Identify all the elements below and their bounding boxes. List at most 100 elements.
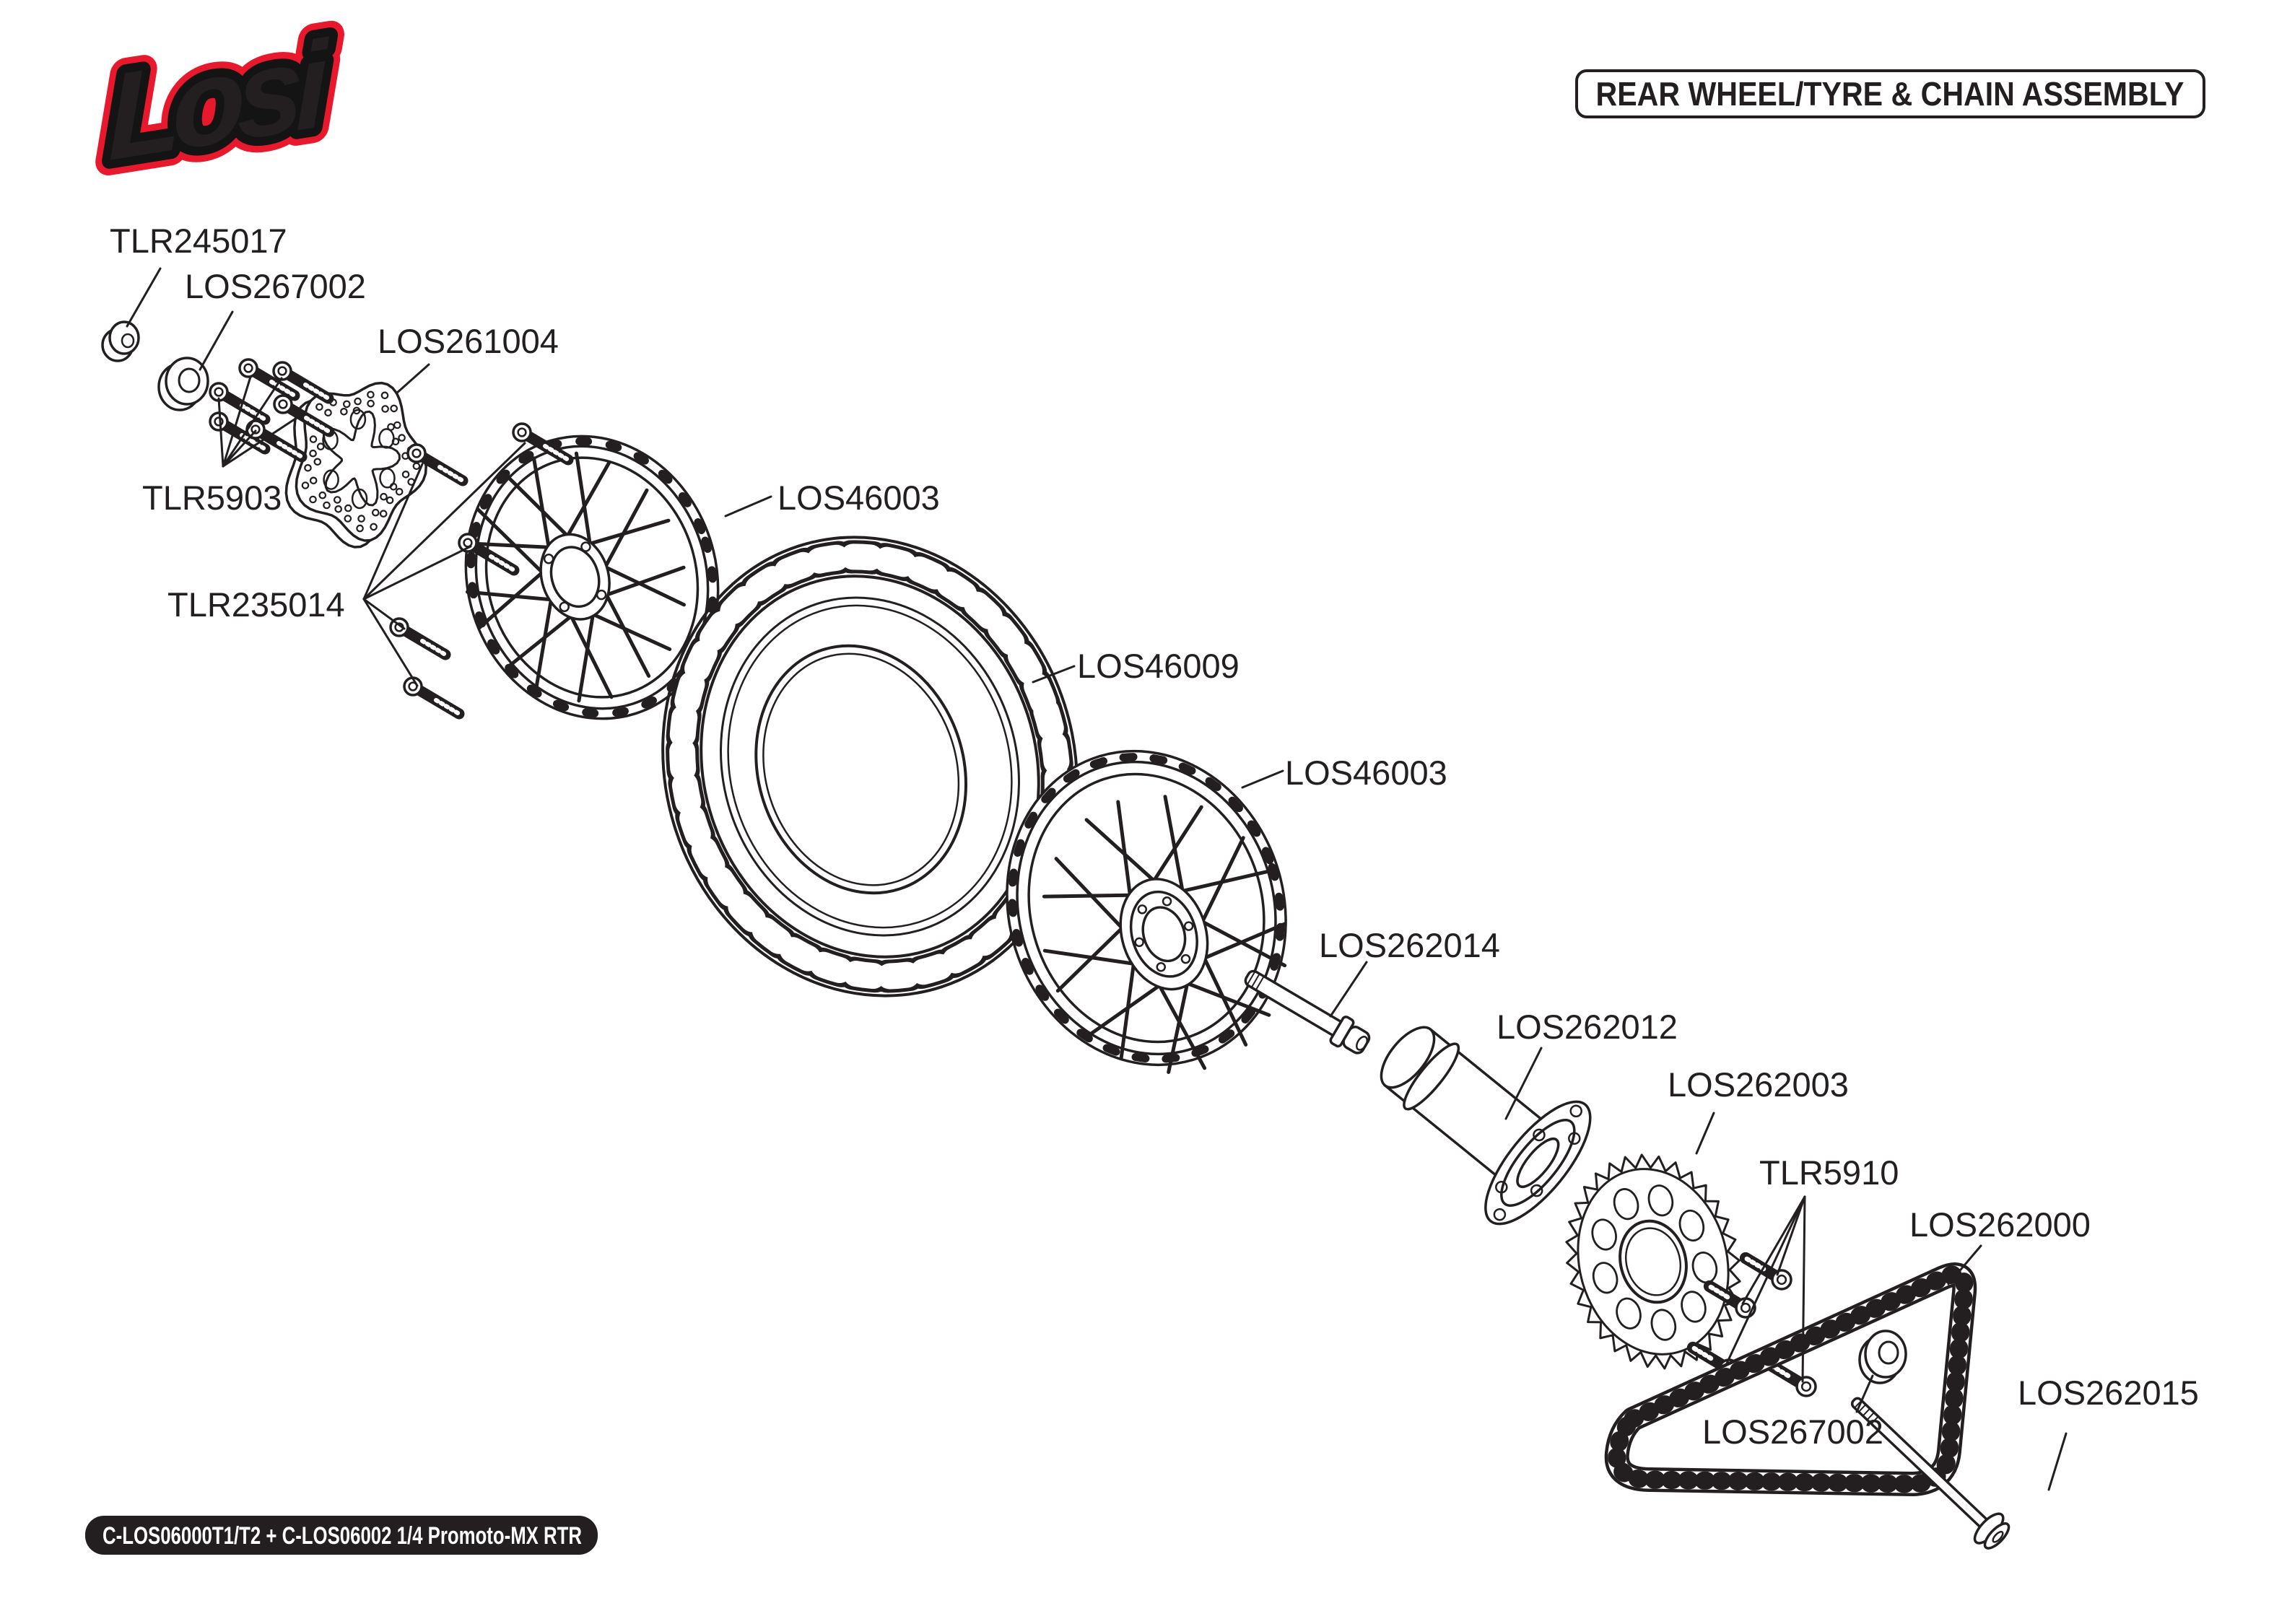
sprocket-teeth [1565, 1153, 1741, 1370]
rim1-hub-hole [596, 589, 607, 601]
leader-line [1947, 1244, 1982, 1285]
screw-socket [278, 399, 288, 409]
part-label-los267002-front: LOS267002 [185, 267, 366, 305]
chain-sprocket-drawing [1565, 1153, 1741, 1370]
screw-head [512, 422, 532, 442]
rim2-bead-blocks [1008, 753, 1285, 1063]
chain-pin [1663, 1477, 1669, 1483]
disc-vent-hole [324, 409, 332, 417]
disc-vent-hole [380, 492, 388, 501]
chain-pin [1845, 1480, 1852, 1486]
nut-body [108, 320, 140, 355]
spoke-line [1157, 983, 1207, 1070]
disc-vent-hole [323, 501, 331, 510]
screw-thread [420, 639, 448, 657]
title-box: REAR WHEEL/TYRE & CHAIN ASSEMBLY [1575, 69, 2205, 118]
part-label-los262003: LOS262003 [1668, 1065, 1849, 1104]
chain-pin [1878, 1480, 1885, 1487]
header: Losi Losi REAR WHEEL/TYRE & CHAIN ASSEMB… [91, 0, 2205, 201]
spoke-line [1152, 805, 1203, 883]
disc-vent-hole [316, 442, 325, 450]
chain-pin [1829, 1480, 1835, 1486]
page-title: REAR WHEEL/TYRE & CHAIN ASSEMBLY [1596, 75, 2184, 113]
bearing-bore [178, 367, 201, 393]
leader-line [222, 377, 283, 468]
screw-thread [489, 554, 516, 572]
chain-pin [1779, 1479, 1785, 1485]
screw-socket [1740, 1302, 1751, 1314]
spoke-line [1201, 920, 1287, 968]
rim1-spokes [465, 451, 687, 703]
chain-pin [1616, 1464, 1623, 1471]
bearing-outer [165, 357, 209, 406]
leader-line [222, 375, 252, 468]
leader-line [362, 598, 406, 630]
spoke-line [1202, 922, 1286, 960]
leader-line [1801, 1195, 1806, 1383]
part-label-los262014: LOS262014 [1319, 926, 1500, 964]
title-box-border [1575, 69, 2205, 118]
chain-pin [1727, 1371, 1733, 1378]
disc-mount-hole [379, 468, 396, 489]
spoke-line [532, 456, 551, 549]
screw-thread [543, 444, 570, 462]
chain-pin [1947, 1434, 1953, 1441]
chain-pin [1955, 1352, 1961, 1358]
sprocket-hole [1591, 1218, 1617, 1251]
leader-line [724, 495, 772, 518]
tyre-bead [754, 644, 967, 895]
disc-vent-hole [380, 391, 389, 400]
spoke-line [1084, 818, 1156, 883]
chain-pin [1712, 1379, 1718, 1385]
chain-pin [1746, 1478, 1752, 1485]
screw-thread [304, 416, 331, 434]
disc-vent-hole [370, 523, 378, 531]
rim2-hub-hole [1156, 961, 1167, 972]
chain-pin [1772, 1351, 1779, 1357]
axle-threads [1247, 971, 1265, 990]
disc-vent-hole [304, 463, 312, 472]
disc-vent-hole [301, 481, 310, 489]
sprocket-hole [1616, 1297, 1642, 1330]
sprocket-hole [1613, 1188, 1639, 1221]
tyre-knobs-light [669, 543, 1071, 990]
diagram-art [101, 267, 2068, 1550]
spoke-line [591, 612, 672, 651]
screw-thread [240, 403, 267, 422]
screw-socket [1800, 1381, 1812, 1392]
bolt-threads [1854, 1400, 1879, 1424]
bolt-head-face [1983, 1522, 2011, 1550]
disc-vent-hole [371, 508, 380, 517]
part-label-los46003-b: LOS46003 [1285, 754, 1447, 792]
chain-pin [1742, 1365, 1748, 1371]
hub-bolt-hole [1568, 1132, 1581, 1145]
hub-flange-ring [1500, 1119, 1576, 1207]
axle-shaft-drawing [1244, 969, 1371, 1055]
disc-vent-hole [340, 407, 348, 416]
chain-pin [1946, 1451, 1952, 1457]
rim1-hub-hole [543, 553, 554, 564]
spoke-line [577, 612, 595, 703]
chain-pin [1949, 1418, 1955, 1424]
tyre-bead-inner [762, 652, 960, 886]
chain-pin [1646, 1477, 1652, 1483]
disc-vent-hole [379, 510, 388, 518]
leader-line [1032, 665, 1076, 684]
chain-pin [1951, 1401, 1957, 1407]
tyre-tread-edge [700, 575, 1040, 959]
part-label-los262015: LOS262015 [2018, 1374, 2199, 1412]
leader-line [1504, 1047, 1543, 1120]
tyre-sidewall [720, 596, 1020, 937]
screw-socket [277, 366, 287, 376]
chain-pin [1818, 1330, 1824, 1337]
leader-line [1741, 1195, 1806, 1305]
knobby-tyre-drawing [661, 536, 1079, 997]
leader-line [217, 397, 225, 468]
chain-pin [1961, 1285, 1968, 1292]
screw-head [1795, 1376, 1817, 1397]
chain-pin [1912, 1480, 1918, 1487]
spoke-line [588, 518, 671, 546]
disc-vent-hole [395, 487, 404, 496]
chain-pin [1878, 1303, 1884, 1309]
